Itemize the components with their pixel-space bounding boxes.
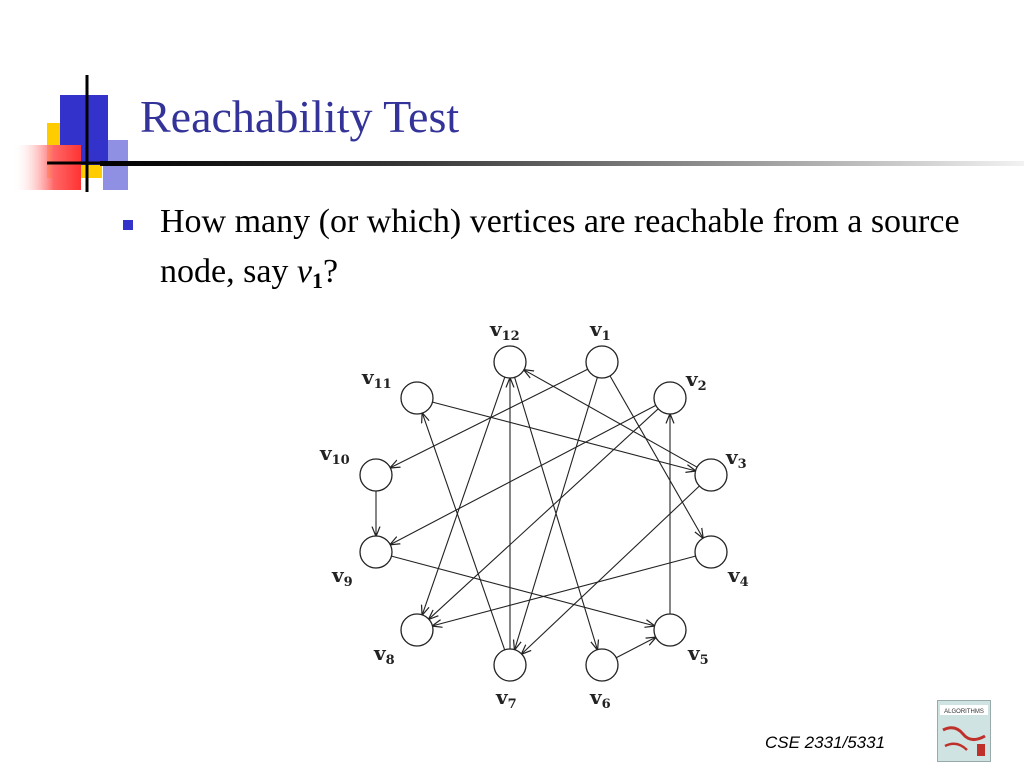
label-v2: v2 [685,367,707,394]
node-v2 [653,381,687,415]
label-v11: v11 [361,365,392,392]
graph-edges [376,368,703,659]
edge-v6-v5 [615,637,656,659]
bullet-text: How many (or which) vertices are reachab… [160,197,990,306]
edge-v2-v9 [390,404,657,544]
label-v5: v5 [687,641,709,668]
node-v9 [359,535,393,569]
node-v1 [585,345,619,379]
label-v3: v3 [725,445,747,472]
graph-labels: v1 v2 v3 v4 v5 v6 v7 v8 v9 v10 v11 v12 [319,317,749,712]
edge-v4-v8 [433,555,696,626]
label-v7: v7 [495,685,517,712]
directed-graph: v1 v2 v3 v4 v5 v6 v7 v8 v9 v10 v11 v12 [319,317,749,712]
edge-v11-v3 [432,401,696,471]
label-v10: v10 [319,441,350,468]
course-footer: CSE 2331/5331 [765,733,886,752]
node-v4 [694,535,728,569]
title-underline [100,161,1024,166]
edge-v12-v8 [422,376,506,615]
node-v11 [400,381,434,415]
label-v8: v8 [373,641,395,668]
label-v12: v12 [489,317,520,344]
slide-title: Reachability Test [140,91,460,142]
node-v10 [359,458,393,492]
bullet-suffix: ? [323,253,339,290]
node-v5 [653,613,687,647]
decorative-squares-icon [13,75,130,192]
edge-v1-v4 [609,375,703,538]
graph-nodes [359,345,728,682]
label-v4: v4 [727,563,749,590]
node-v8 [400,613,434,647]
edge-v1-v10 [390,368,588,468]
node-v3 [694,458,728,492]
bullet-question: How many (or which) vertices are reachab… [160,203,960,290]
source-node-variable: v [296,253,313,290]
bullet-square-icon [123,220,133,230]
edge-v12-v6 [514,377,598,649]
node-v7 [493,648,527,682]
edge-v9-v5 [391,555,655,626]
node-v6 [585,648,619,682]
edge-v2-v8 [429,408,659,619]
edge-v3-v12 [524,370,698,468]
label-v1: v1 [589,317,611,344]
book-cover-title: ALGORITHMS [944,709,984,715]
label-v6: v6 [589,685,611,712]
source-node-subscript: 1 [312,268,324,293]
algorithms-book-cover-icon: ALGORITHMS [937,700,991,762]
edge-v7-v11 [422,413,506,651]
label-v9: v9 [331,563,353,590]
node-v12 [493,345,527,379]
